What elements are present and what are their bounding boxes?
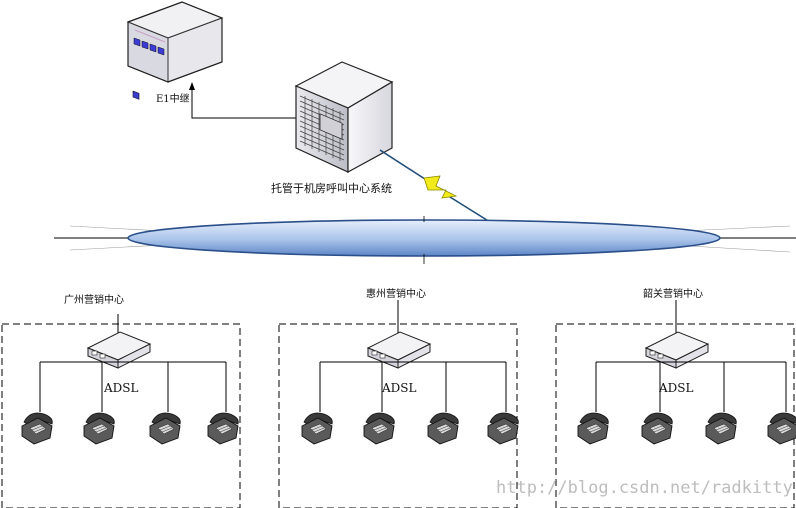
telephone-icon — [427, 412, 459, 445]
adsl-label-shaoguan: ADSL — [659, 381, 694, 395]
adsl-label-huizhou: ADSL — [382, 381, 417, 395]
telephone-icon — [767, 412, 796, 445]
e1-trunk-label: E1中继 — [156, 94, 190, 105]
telephone-icon — [83, 412, 115, 445]
branch-huizhou — [278, 300, 519, 508]
adsl-label-guangzhou: ADSL — [104, 381, 139, 395]
watermark: http://blog.csdn.net/radkitty — [496, 478, 793, 498]
e1-trunk-device-icon — [126, 1, 224, 100]
wireless-link-icon — [379, 149, 491, 223]
adsl-modem-icon — [644, 331, 710, 369]
telephone-icon — [363, 412, 395, 445]
telephone-icon — [207, 412, 239, 445]
telephone-icon — [301, 412, 333, 445]
branch-guangzhou — [1, 314, 241, 508]
telephone-icon — [21, 412, 53, 445]
adsl-modem-icon — [86, 331, 152, 369]
telephone-icon — [149, 412, 181, 445]
telephone-icon — [487, 412, 519, 445]
branch-shaoguan — [555, 300, 796, 508]
branch-boundary — [278, 323, 518, 508]
telephone-icon — [577, 412, 609, 445]
network-cloud — [54, 216, 796, 264]
center-name-guangzhou: 广州营销中心 — [64, 295, 124, 306]
telephone-icon — [705, 412, 737, 445]
center-name-shaoguan: 韶关营销中心 — [643, 289, 703, 300]
telephone-icon — [641, 412, 673, 445]
hosted-system-label: 托管于机房呼叫中心系统 — [271, 182, 392, 195]
call-center-server-icon — [294, 61, 394, 174]
adsl-modem-icon — [366, 331, 432, 369]
branch-boundary — [1, 323, 241, 508]
center-name-huizhou: 惠州营销中心 — [366, 289, 426, 300]
